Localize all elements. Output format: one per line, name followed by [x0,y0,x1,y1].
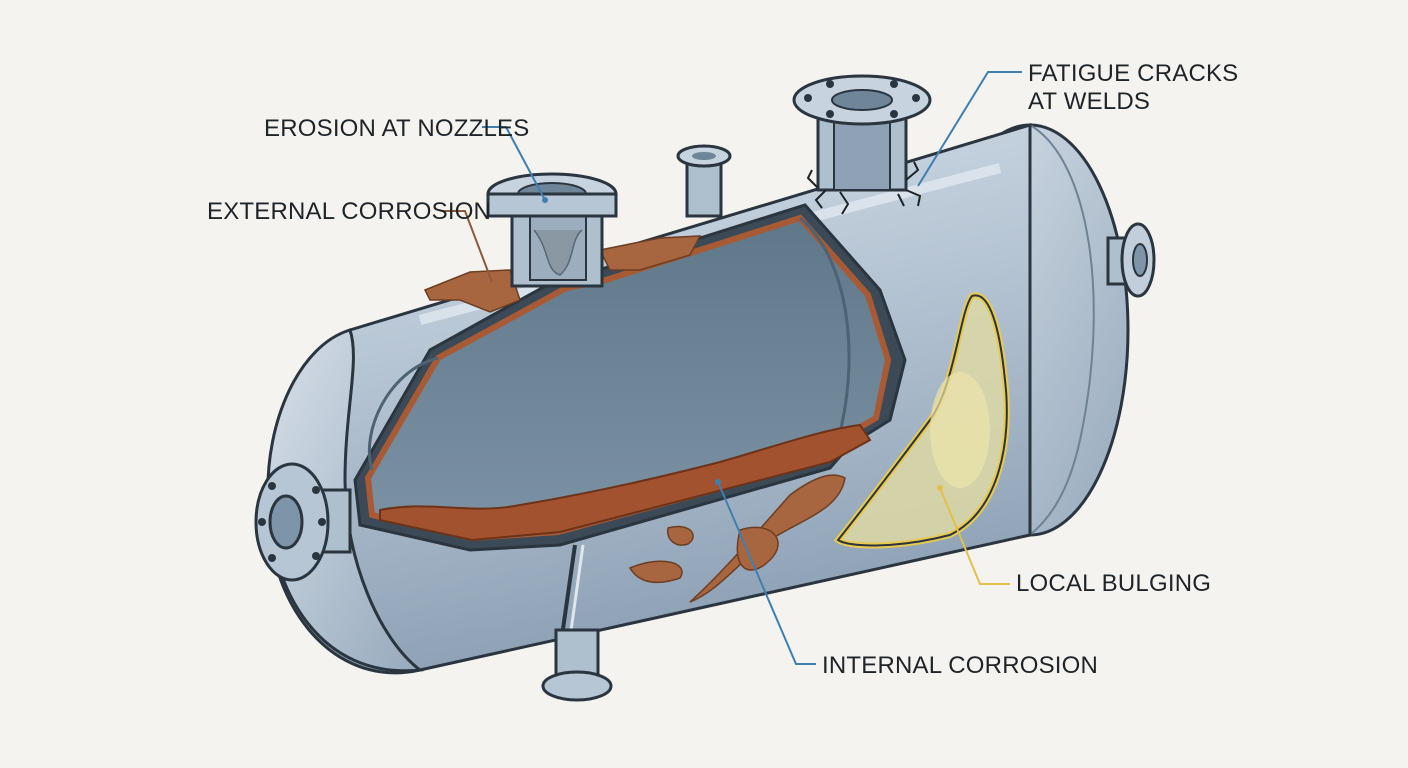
leader-internal [717,481,816,665]
callout-external-corrosion: EXTERNAL CORROSION [207,198,491,226]
callout-internal-text: INTERNAL CORROSION [822,652,1099,679]
callout-fatigue-line-1: FATIGUE CRACKS [1028,60,1239,87]
leader-external [442,210,493,283]
right-side-nozzle [1106,222,1156,298]
fatigue-cracks [806,161,922,215]
internal-corrosion-deposit [379,423,872,542]
external-rust-patches [423,235,846,603]
callout-local-bulging: LOCAL BULGING [1016,570,1211,598]
flanged-top-nozzle [792,74,932,192]
leader-erosion [482,126,546,201]
small-top-nozzle [676,144,732,218]
callout-internal-corrosion: INTERNAL CORROSION [822,652,1098,680]
callout-erosion-at-nozzles: EROSION AT NOZZLES [264,115,529,143]
leader-bulging [939,487,1010,585]
left-flange-nozzle [254,462,352,582]
bottom-nozzle [541,628,613,702]
callout-fatigue-cracks: FATIGUE CRACKS AT WELDS [1028,60,1238,116]
right-head-rim [1029,124,1095,536]
callout-external-text: EXTERNAL CORROSION [207,198,492,225]
callout-fatigue-line-2: AT WELDS [1028,88,1151,115]
callout-bulging-text: LOCAL BULGING [1016,570,1212,597]
callout-erosion-text: EROSION AT NOZZLES [264,115,530,142]
leader-fatigue [917,71,1022,187]
erosion-nozzle [486,172,618,288]
